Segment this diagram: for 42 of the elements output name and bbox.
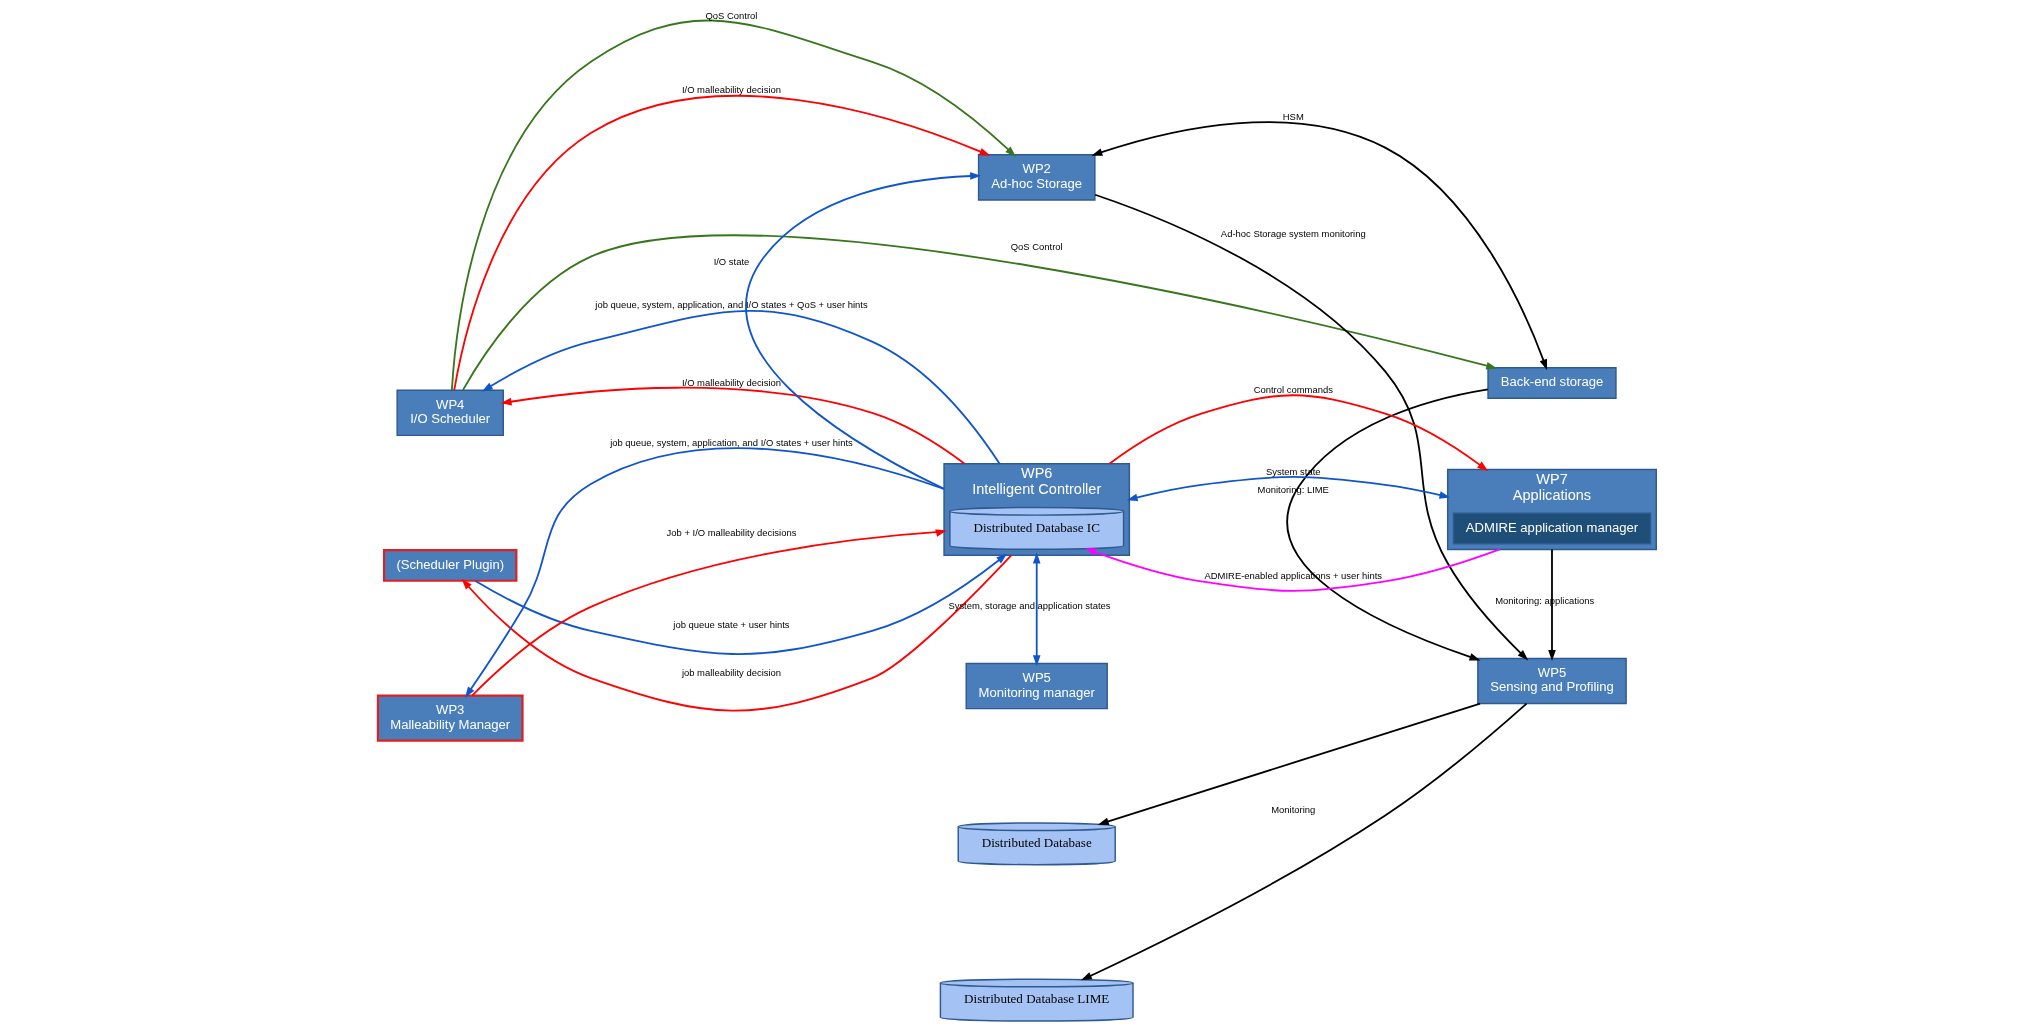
arrow [481,309,1000,465]
node-box: Back-end storage [1486,367,1617,400]
node-box: WP4 I/O Scheduler [395,389,504,437]
edge-label: Ad-hoc Storage system monitoring [1220,228,1366,240]
arrow [1093,193,1528,661]
edge-label: I/O malleability decision [681,376,781,388]
arrow [461,235,1497,391]
arrow [1108,394,1488,472]
arrow [1126,476,1450,502]
node-box: WP5 Monitoring manager [965,662,1108,710]
arrow [464,447,945,698]
arrow [1080,702,1527,981]
arrow [461,554,1012,712]
edge-label: job malleability decision [681,666,781,678]
node-box: WP3 Malleability Manager [376,694,524,742]
arrow [1547,548,1556,661]
node-box: WP5 Sensing and Profiling [1476,657,1627,705]
arrow [1097,702,1481,826]
edge-label: Monitoring [1270,803,1315,815]
edge-label: QoS Control [705,9,757,21]
arrow [744,172,981,490]
edge-label: HSM [1282,110,1304,122]
arrow [1090,121,1547,371]
arrow [1032,552,1041,667]
arrow [1285,388,1489,661]
arrow [452,95,990,392]
edge-label: job queue, system, application, and I/O states + user hints [609,436,853,448]
edge-label: job queue state + user hints [672,619,790,631]
arrow [450,19,1016,392]
arrow [500,386,965,465]
node-box: (Scheduler Plugin) [382,549,517,582]
edge-label: Control commands [1253,383,1333,395]
arrow [1084,548,1500,592]
node-box: WP2 Ad-hoc Storage [977,154,1096,201]
node-box: ADMIRE application manager [1452,512,1651,545]
edge-label: job queue, system, application, and I/O states + QoS + user hints [594,299,868,311]
arrow [473,553,1007,655]
edge-label: I/O state [713,255,749,267]
arrow [470,529,947,697]
edge-label: I/O malleability decision [681,84,781,96]
edge-label: Job + I/O malleability decisions [666,526,796,538]
edge-label: QoS Control [1010,241,1063,253]
